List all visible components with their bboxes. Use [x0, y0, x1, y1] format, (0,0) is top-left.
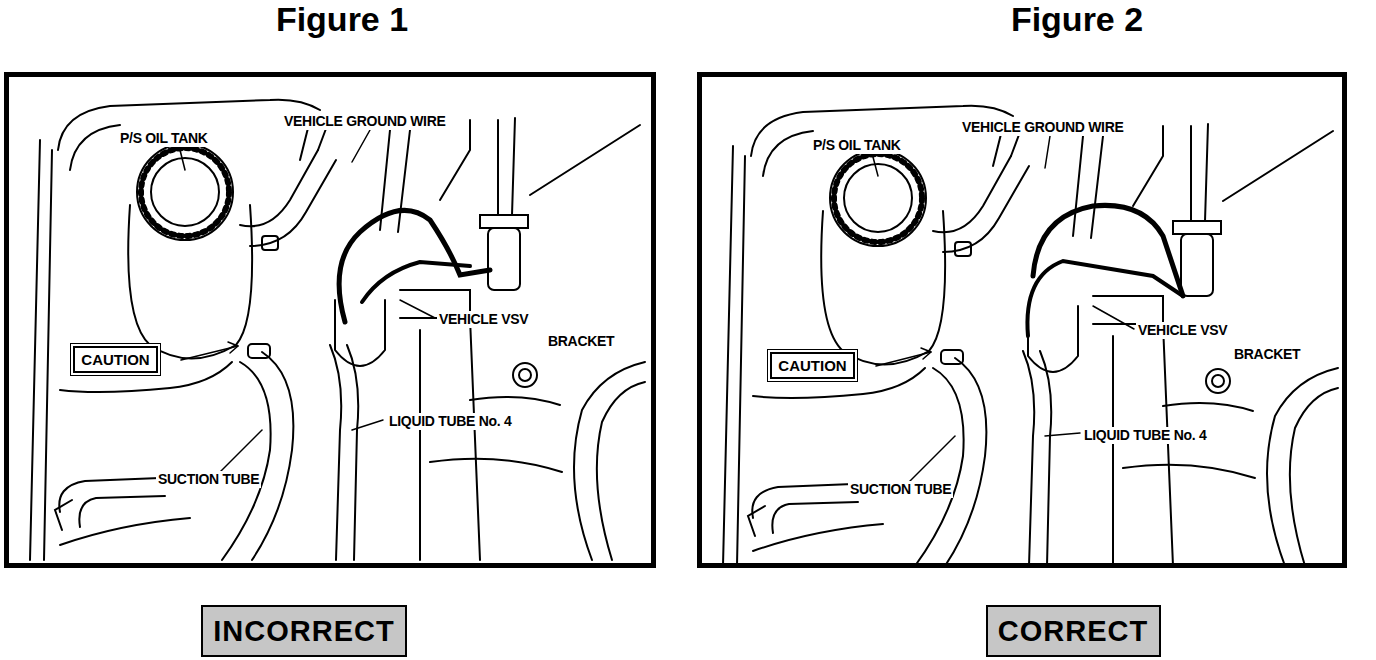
figure-title: Figure 2 — [1011, 0, 1143, 38]
part-label: LIQUID TUBE No. 4 — [387, 413, 513, 430]
part-label: P/S OIL TANK — [811, 137, 903, 154]
caution-text: CAUTION — [778, 356, 847, 375]
verdict-badge: CORRECT — [986, 605, 1161, 657]
figure-frame — [697, 72, 1347, 568]
part-label: LIQUID TUBE No. 4 — [1082, 427, 1208, 444]
figure-panel: Figure 1 CAUTION — [4, 0, 656, 568]
part-label: BRACKET — [546, 333, 616, 350]
part-label: VEHICLE GROUND WIRE — [960, 119, 1126, 136]
caution-text: CAUTION — [81, 350, 150, 369]
caution-box: CAUTION — [73, 346, 158, 373]
part-label: SUCTION TUBE — [848, 481, 953, 498]
figure-frame — [4, 72, 656, 568]
verdict-text: INCORRECT — [213, 613, 395, 649]
part-label: VEHICLE VSV — [437, 311, 530, 328]
caution-box: CAUTION — [770, 352, 855, 379]
part-label: SUCTION TUBE — [156, 471, 261, 488]
part-label: P/S OIL TANK — [118, 130, 210, 147]
part-label: VEHICLE GROUND WIRE — [282, 113, 448, 130]
figure-title: Figure 1 — [276, 0, 408, 38]
verdict-text: CORRECT — [998, 613, 1149, 649]
part-label: BRACKET — [1232, 346, 1302, 363]
figure-panel: Figure 2 CAUTION — [697, 0, 1347, 568]
verdict-badge: INCORRECT — [201, 605, 407, 657]
part-label: VEHICLE VSV — [1136, 322, 1229, 339]
